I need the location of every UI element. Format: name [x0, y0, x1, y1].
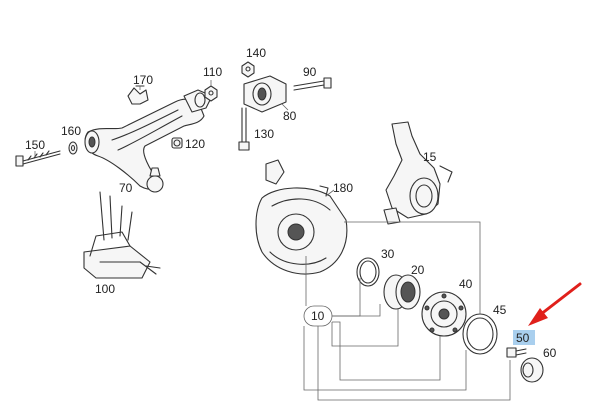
part-150-bolt — [15, 150, 61, 167]
part-15-knuckle — [383, 121, 453, 225]
label-90[interactable]: 90 — [303, 65, 317, 79]
part-110-nut — [204, 85, 218, 102]
part-50-bolt — [506, 347, 527, 358]
label-80[interactable]: 80 — [283, 109, 297, 123]
label-10[interactable]: 10 — [311, 309, 325, 323]
part-40-hub — [421, 291, 467, 337]
part-20-bearing — [383, 274, 421, 310]
label-110[interactable]: 110 — [203, 65, 222, 79]
label-10-box — [303, 305, 333, 327]
group-10-leaders — [303, 221, 511, 401]
label-150[interactable]: 150 — [25, 138, 45, 152]
label-130[interactable]: 130 — [254, 127, 274, 141]
part-30-snap-ring — [356, 257, 380, 287]
part-60-cap — [520, 357, 544, 383]
part-90-bolt — [293, 77, 332, 91]
label-15[interactable]: 15 — [423, 150, 437, 164]
part-80-bushing — [243, 75, 287, 113]
part-160-washer — [68, 141, 78, 155]
label-180[interactable]: 180 — [333, 181, 353, 195]
label-170[interactable]: 170 — [133, 73, 153, 87]
label-45[interactable]: 45 — [493, 303, 507, 317]
label-20[interactable]: 20 — [411, 263, 425, 277]
part-170-bracket — [127, 85, 149, 105]
label-160[interactable]: 160 — [61, 124, 81, 138]
part-120-bushing — [171, 137, 183, 149]
label-60[interactable]: 60 — [543, 346, 557, 360]
label-40[interactable]: 40 — [459, 277, 473, 291]
label-140[interactable]: 140 — [246, 46, 266, 60]
label-50[interactable]: 50 — [516, 331, 530, 345]
label-50-highlight — [513, 330, 535, 345]
label-120[interactable]: 120 — [185, 137, 205, 151]
label-30[interactable]: 30 — [381, 247, 395, 261]
part-100-bracket — [83, 191, 161, 279]
part-180-backing-plate — [255, 159, 348, 275]
part-130-bolt — [238, 107, 250, 151]
part-70-control-arm — [84, 89, 213, 193]
label-70[interactable]: 70 — [119, 181, 133, 195]
label-100[interactable]: 100 — [95, 282, 115, 296]
part-140-nut — [241, 61, 255, 78]
highlight-arrow — [528, 282, 582, 326]
part-45-ring — [462, 313, 498, 355]
